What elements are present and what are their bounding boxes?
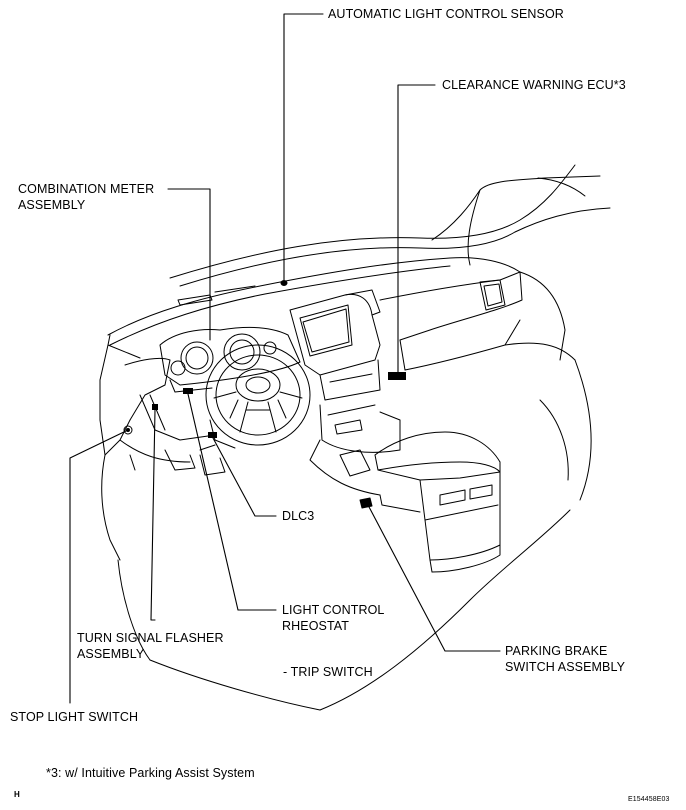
component-markers xyxy=(123,280,406,509)
auto-light-sensor-marker xyxy=(280,280,288,286)
leader-turn-signal xyxy=(150,409,156,621)
figure-code: E154458E03 xyxy=(628,796,670,803)
leader-parking-brake xyxy=(367,504,501,652)
footnote: *3: w/ Intuitive Parking Assist System xyxy=(46,766,255,780)
label-stop-light-switch: STOP LIGHT SWITCH xyxy=(10,710,139,724)
corner-letter: H xyxy=(14,790,20,799)
leader-auto-light-sensor xyxy=(283,13,324,281)
steering-wheel xyxy=(205,344,311,446)
dashboard-outline xyxy=(107,257,576,371)
parking-brake-marker xyxy=(359,497,373,509)
clearance-ecu-marker xyxy=(388,372,406,380)
label-trip-switch: - TRIP SWITCH xyxy=(283,665,373,679)
label-turn-signal-line2: ASSEMBLY xyxy=(77,647,145,661)
center-console xyxy=(309,359,592,711)
instrument-cluster xyxy=(159,326,301,393)
label-light-control-line1: LIGHT CONTROL xyxy=(282,603,385,617)
label-combination-meter-line2: ASSEMBLY xyxy=(18,198,86,212)
leader-combination-meter xyxy=(167,188,211,341)
leader-stop-light xyxy=(69,429,129,704)
label-dlc3: DLC3 xyxy=(282,509,315,523)
leader-light-control xyxy=(187,393,277,611)
windshield-outline xyxy=(169,164,611,287)
label-parking-brake-line1: PARKING BRAKE xyxy=(505,644,608,658)
light-control-marker xyxy=(183,388,193,394)
label-light-control-line2: RHEOSTAT xyxy=(282,619,350,633)
center-stack xyxy=(289,289,401,453)
label-auto-light-sensor: AUTOMATIC LIGHT CONTROL SENSOR xyxy=(328,7,564,21)
leader-dlc3 xyxy=(212,437,277,517)
label-parking-brake-line2: SWITCH ASSEMBLY xyxy=(505,660,626,674)
leader-lines xyxy=(69,13,501,704)
label-clearance-warning-ecu: CLEARANCE WARNING ECU*3 xyxy=(442,78,626,92)
label-turn-signal-line1: TURN SIGNAL FLASHER xyxy=(77,631,224,645)
lower-dash xyxy=(99,344,321,711)
leader-clearance-ecu xyxy=(397,84,436,373)
label-combination-meter-line1: COMBINATION METER xyxy=(18,182,155,196)
dlc3-marker xyxy=(208,432,217,438)
stop-light-marker xyxy=(123,425,133,435)
turn-signal-marker xyxy=(152,404,158,410)
